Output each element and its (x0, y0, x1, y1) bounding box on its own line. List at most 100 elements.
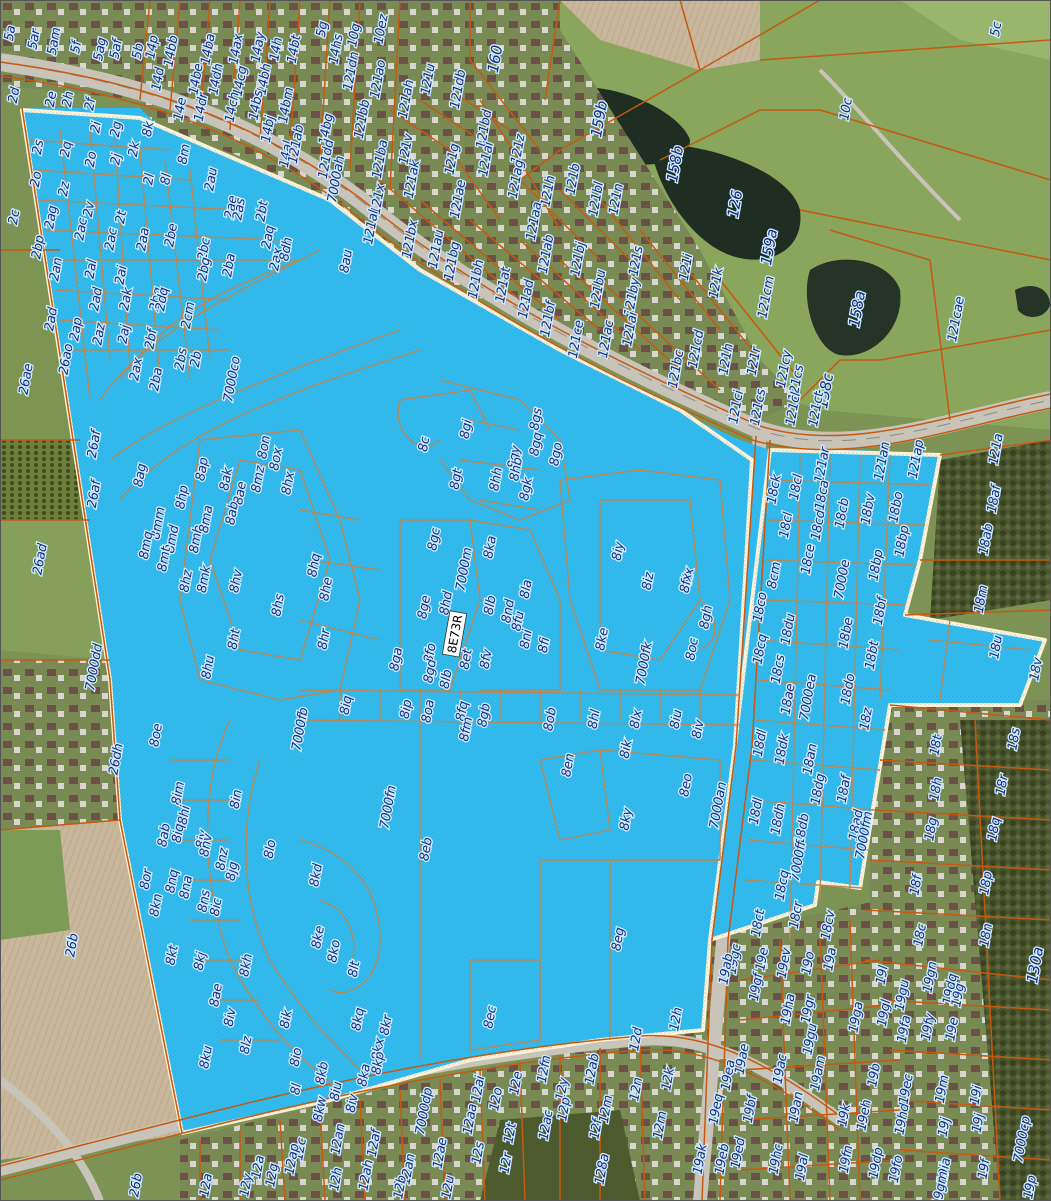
parcel-label: 14be (186, 62, 206, 96)
parcel-label: 121r (745, 344, 765, 377)
parcel-label: 2o (28, 170, 46, 188)
parcel-label: 26af (85, 477, 105, 509)
parcel-label: 12y (237, 1172, 256, 1198)
parcel-label: 2b (188, 350, 206, 368)
parcel-label: 2o (83, 150, 101, 168)
parcel-label: 8kp (369, 1051, 388, 1076)
parcel-label: 19ia (935, 1157, 954, 1186)
parcel-label: 8fm (457, 716, 476, 743)
parcel-label: 19hc (767, 1143, 787, 1176)
parcel-label: 18af (985, 482, 1005, 514)
parcel-label: 19gf (747, 970, 767, 1003)
parcel-label: 8gh (697, 604, 716, 630)
parcel-label: 2ak (117, 286, 136, 312)
parcel-label: 8ns (195, 889, 214, 914)
parcel-label: 2bs (172, 347, 191, 372)
parcel-label: 8on (255, 434, 274, 460)
parcel-label: 18p (977, 870, 996, 896)
parcel-label: 2aj (116, 323, 134, 345)
parcel-label: 19b (865, 1062, 884, 1088)
parcel-label: 14bh (254, 62, 274, 96)
parcel-label: 19o (799, 950, 818, 976)
parcel-label: 8ix (680, 566, 698, 587)
parcel-label: 19ev (775, 946, 795, 979)
parcel-label: 26b (63, 932, 82, 958)
parcel-label: 8mz (249, 463, 269, 493)
parcel-label: 8ob (541, 706, 560, 732)
parcel-label: 121a (986, 432, 1006, 466)
parcel-label: 8fo (421, 642, 439, 664)
parcel-label: 18bt (863, 639, 883, 671)
parcel-label: 26ao (56, 342, 76, 375)
parcel-label: 18ab (976, 523, 996, 556)
parcel-label: 18r (993, 772, 1012, 797)
parcel-label: 18dk (772, 732, 792, 766)
parcel-label: 8kx (369, 1036, 388, 1061)
parcel-label: 12d (627, 1025, 646, 1052)
parcel-label: 121ct (806, 390, 827, 428)
parcel-label: 19fa (895, 1014, 915, 1044)
parcel-label: 8kd (307, 862, 326, 888)
parcel-label: 8hp (173, 484, 192, 510)
parcel-label: 8gi (458, 418, 476, 440)
parcel-label: 18cq (773, 869, 793, 902)
parcel-label: 12fn (535, 1054, 555, 1084)
parcel-label: 19dq (940, 972, 960, 1006)
parcel-label: 19j (970, 1112, 988, 1134)
parcel-label: 2i (88, 120, 105, 134)
parcel-label: 19ak (691, 1142, 711, 1175)
parcel-label: 26ae (16, 362, 36, 395)
parcel-label: 18bp (866, 548, 886, 582)
parcel-label: 19f (975, 1156, 994, 1181)
parcel-label: 121v (396, 132, 416, 166)
parcel-label: 8io (288, 1046, 306, 1067)
parcel-label: 8nq (163, 868, 182, 894)
parcel-label: 8c (416, 436, 433, 453)
selected-parcel-id[interactable]: 8E73R (441, 610, 468, 658)
selected-area[interactable] (20, 108, 1047, 1135)
parcel-label: 8ma (197, 504, 217, 534)
parcel-label: 8oa (419, 698, 438, 724)
parcel-label: 18bo (886, 490, 906, 524)
parcel-label: 19fn (837, 1144, 857, 1174)
parcel-label: 2l (141, 172, 158, 186)
parcel-label: 14d (149, 65, 168, 92)
parcel-label: 19an (786, 1091, 806, 1124)
parcel-label: 14hs (327, 33, 347, 66)
parcel-label: 18s (1005, 727, 1024, 752)
parcel-label: 2au (202, 166, 221, 192)
parcel-label: 26dh (106, 742, 126, 776)
parcel-label: 18cq (751, 633, 771, 666)
parcel-label: 2j (108, 152, 125, 166)
parcel-label: 8mm (148, 506, 168, 541)
parcel-label: 2q (58, 140, 76, 158)
parcel-label: 12p (555, 1096, 574, 1122)
parcel-label: 18dg (808, 772, 828, 806)
parcel-label: 19p (1021, 1174, 1040, 1200)
parcel-label: 8ec (481, 1005, 500, 1030)
parcel-label: 8ab (155, 822, 174, 848)
parcel-label: 8k (140, 120, 158, 138)
parcel-label: 19ae (732, 1042, 752, 1075)
parcel-label: 18t (927, 733, 946, 757)
parcel-label: 8iv (222, 1006, 240, 1027)
parcel-label: 8eo (677, 772, 696, 798)
parcel-label: 12t (501, 1121, 520, 1145)
parcel-label: 19eb (712, 1143, 732, 1176)
parcel-label: 8iv (344, 1092, 362, 1113)
parcel-label: 8ab (223, 500, 242, 526)
parcel-label: 8hz (177, 568, 196, 594)
parcel-label: 8mb (187, 524, 207, 554)
parcel-label: 8hb (507, 456, 526, 482)
parcel-label: 18cb (833, 497, 853, 530)
parcel-label: 18cs (769, 653, 789, 685)
parcel-label: 2z (56, 179, 74, 197)
parcel-label: 8mk (195, 564, 215, 594)
parcel-label: 5am (45, 26, 65, 56)
parcel-label: 121k (706, 266, 726, 300)
parcel-label: 19k (835, 1102, 854, 1128)
parcel-label: 8kw (311, 1095, 330, 1123)
parcel-label: 18dh (768, 802, 788, 836)
